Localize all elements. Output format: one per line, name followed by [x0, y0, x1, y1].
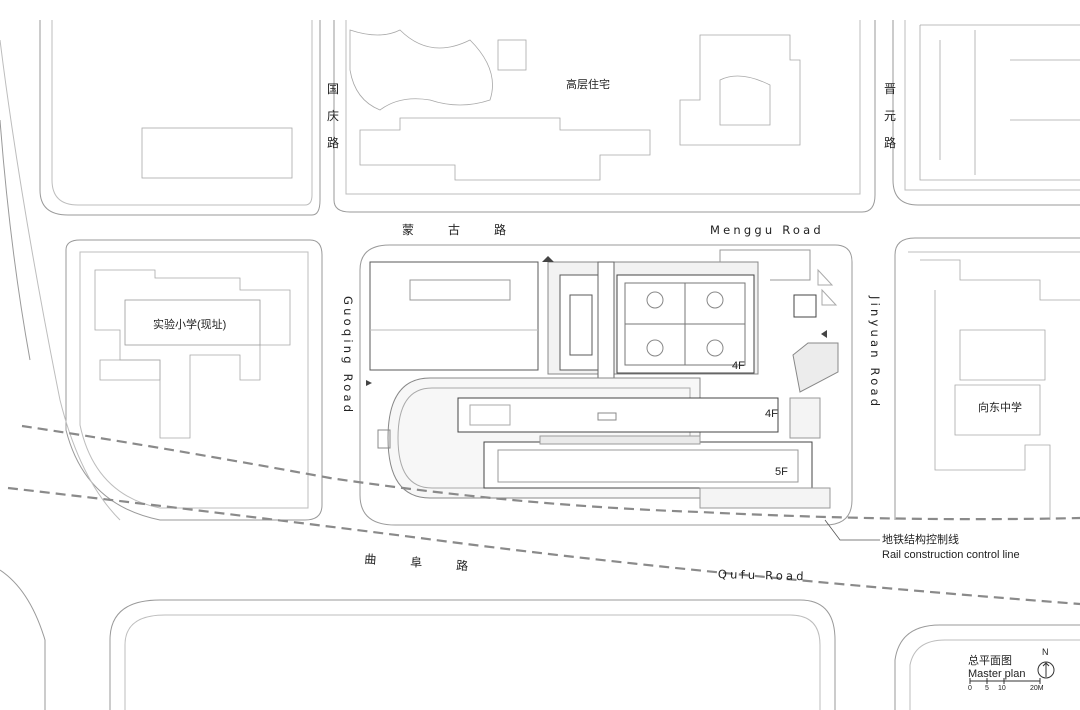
rail-note-en: Rail construction control line	[882, 549, 1020, 561]
north-arrow-icon	[1037, 661, 1055, 679]
teaching-building-middle	[457, 397, 779, 433]
floor-label-middle: 4F	[765, 408, 778, 420]
legend-title-en: Master plan	[968, 668, 1026, 680]
block-north	[333, 20, 876, 213]
scale-tick-0: 0	[968, 685, 972, 692]
label-high-rise: 高层住宅	[566, 79, 610, 91]
road-menggu-en: Menggu Road	[710, 223, 824, 237]
scale-bar	[969, 678, 1041, 684]
block-south	[109, 599, 836, 710]
scale-tick-10: 10	[998, 685, 1006, 692]
block-northeast	[892, 20, 1080, 206]
teaching-building-south	[483, 441, 813, 489]
legend-title-cn: 总平面图	[968, 655, 1012, 667]
road-guoqing-cn: 国庆路	[326, 82, 339, 150]
scale-tick-20: 20M	[1030, 685, 1044, 692]
road-jinyuan-en: Jinyuan Road	[868, 296, 882, 410]
block-northwest	[39, 20, 321, 216]
rail-line-lower	[7, 486, 1080, 606]
scale-tick-5: 5	[985, 685, 989, 692]
road-menggu-cn: 蒙古路	[402, 223, 541, 237]
block-east	[894, 237, 1080, 256]
rail-note-cn: 地铁结构控制线	[882, 534, 959, 546]
north-label: N	[1042, 647, 1049, 657]
floor-label-gym: 4F	[732, 360, 745, 372]
floor-label-south: 5F	[775, 466, 788, 478]
gym-building	[369, 261, 539, 371]
block-site	[359, 244, 853, 526]
rail-line-upper	[21, 424, 1080, 521]
rail-callout-leader	[824, 519, 880, 541]
block-west	[65, 239, 323, 521]
road-jinyuan-cn: 晋元路	[883, 82, 896, 150]
label-school-right: 向东中学	[978, 402, 1022, 414]
road-qufu-en: Qufu Road	[717, 567, 807, 584]
road-guoqing-en: Guoqing Road	[341, 296, 355, 416]
label-school-left: 实验小学(现址)	[153, 319, 227, 331]
